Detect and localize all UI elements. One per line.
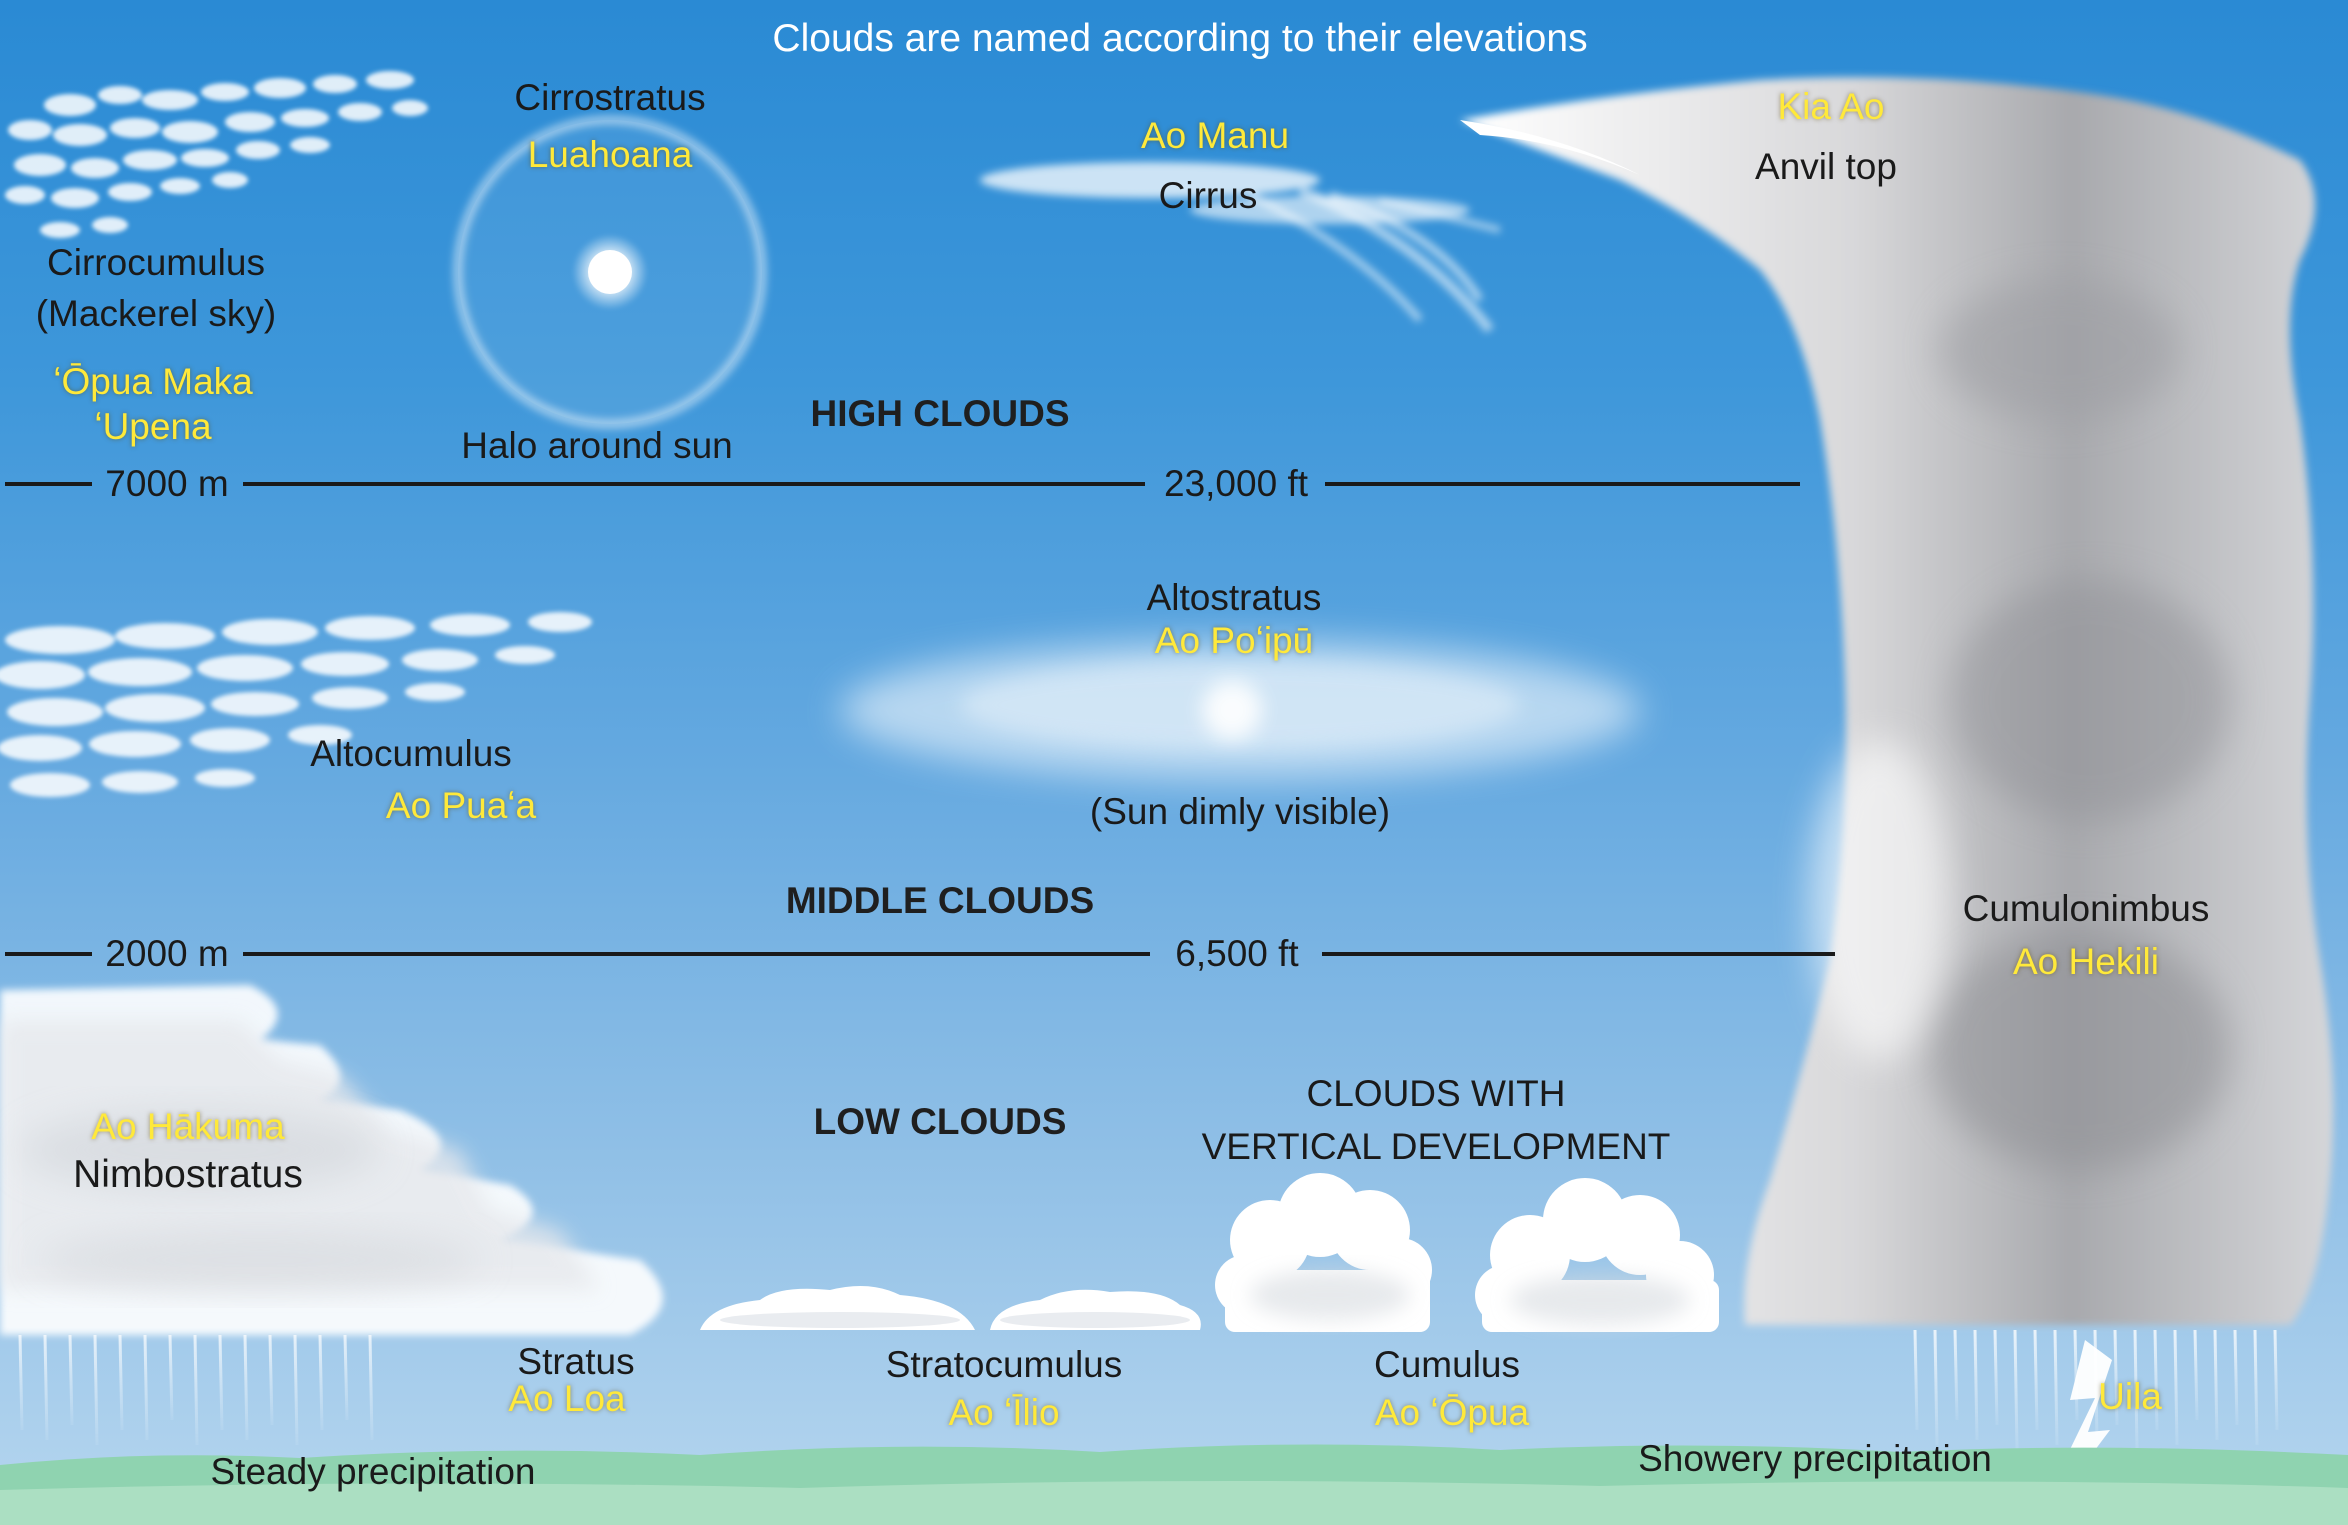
altostratus-label: Altostratus xyxy=(1146,577,1322,618)
stratocumulus-hawaiian: Ao ʻĪlio xyxy=(948,1392,1060,1433)
showery-rain xyxy=(1913,1329,2279,1451)
cirrostratus-hawaiian: Luahoana xyxy=(527,134,693,175)
cirrocumulus-note: (Mackerel sky) xyxy=(35,293,277,334)
altostratus-hawaiian: Ao Poʻipū xyxy=(1154,620,1314,661)
altitude-high-feet: 23,000 ft xyxy=(1163,463,1309,504)
stratus-hawaiian: Ao Loa xyxy=(508,1378,626,1419)
cumulus-cloud xyxy=(1215,1173,1719,1332)
stratocumulus-label: Stratocumulus xyxy=(885,1344,1123,1385)
cirrus-hawaiian: Ao Manu xyxy=(1140,115,1290,156)
cirrocumulus-hawaiian-1: ʻŌpua Maka xyxy=(53,361,253,402)
altocumulus-label: Altocumulus xyxy=(310,733,512,774)
altitude-mid-feet: 6,500 ft xyxy=(1175,933,1299,974)
altostratus-cloud xyxy=(840,640,1640,780)
altocumulus-cloud xyxy=(0,612,592,797)
cumulus-hawaiian: Ao ʻŌpua xyxy=(1374,1392,1530,1433)
altostratus-note: (Sun dimly visible) xyxy=(1089,791,1391,832)
altocumulus-hawaiian: Ao Puaʻa xyxy=(385,785,537,826)
cumulonimbus-label: Cumulonimbus xyxy=(1962,888,2210,929)
lightning-hawaiian: Uila xyxy=(2098,1376,2162,1417)
middle-clouds-label: MIDDLE CLOUDS xyxy=(785,880,1095,921)
cirrocumulus-cloud xyxy=(5,71,428,238)
anvil-hawaiian: Kia Ao xyxy=(1777,86,1885,127)
showery-precipitation-label: Showery precipitation xyxy=(1638,1438,1992,1479)
nimbostratus-hawaiian: Ao Hākuma xyxy=(91,1106,285,1147)
cirrus-label: Cirrus xyxy=(1158,175,1258,216)
cirrus-cloud xyxy=(980,162,1501,334)
halo-label: Halo around sun xyxy=(461,425,733,466)
halo-around-sun xyxy=(453,115,767,429)
altitude-high-meters: 7000 m xyxy=(105,463,229,504)
vertical-development-line2: VERTICAL DEVELOPMENT xyxy=(1201,1126,1671,1167)
vertical-development-line1: CLOUDS WITH xyxy=(1306,1073,1566,1114)
low-clouds-label: LOW CLOUDS xyxy=(813,1101,1067,1142)
nimbostratus-cloud xyxy=(0,985,663,1335)
cirrocumulus-hawaiian-2: ʻUpena xyxy=(94,406,212,447)
diagram-title: Clouds are named according to their elev… xyxy=(772,17,1588,60)
cumulus-label: Cumulus xyxy=(1374,1344,1520,1385)
nimbostratus-label: Nimbostratus xyxy=(73,1153,303,1196)
stratus-label: Stratus xyxy=(517,1341,635,1382)
stratocumulus-cloud xyxy=(700,1286,1201,1330)
cirrocumulus-label: Cirrocumulus xyxy=(47,242,265,283)
steady-rain xyxy=(18,1334,374,1446)
cirrostratus-label: Cirrostratus xyxy=(514,77,706,118)
cumulonimbus-cloud xyxy=(1460,77,2334,1326)
high-clouds-label: HIGH CLOUDS xyxy=(810,393,1070,434)
cumulonimbus-hawaiian: Ao Hekili xyxy=(2013,941,2159,982)
anvil-label: Anvil top xyxy=(1755,146,1897,187)
altitude-mid-meters: 2000 m xyxy=(105,933,229,974)
steady-precipitation-label: Steady precipitation xyxy=(210,1451,536,1492)
